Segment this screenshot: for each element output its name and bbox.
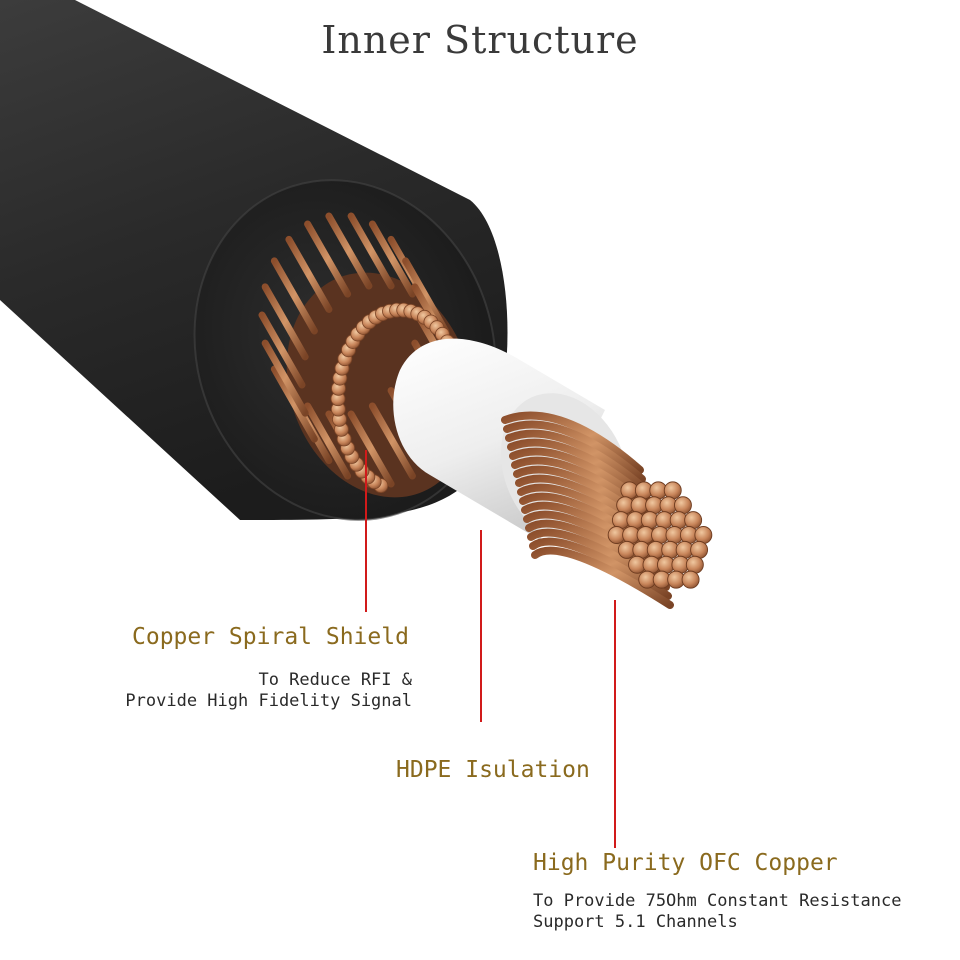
shield-wire <box>347 410 395 488</box>
center-conductor <box>501 411 713 609</box>
core-strand <box>685 555 704 574</box>
core-strand <box>694 526 713 544</box>
hdpe-label: HDPE Isulation <box>396 757 590 783</box>
shield-wire <box>304 402 352 480</box>
copper-description: To Provide 75Ohm Constant Resistance Sup… <box>533 891 901 933</box>
core-wire <box>531 546 674 609</box>
page-title: Inner Structure <box>321 18 639 62</box>
shield-wire <box>270 365 318 443</box>
core-strand <box>681 570 700 589</box>
shield-wire <box>285 235 333 313</box>
core-wire <box>501 411 644 474</box>
shield-wire <box>261 339 309 417</box>
shield-wire <box>258 311 306 389</box>
shield-wire <box>270 257 318 335</box>
shield-description: To Reduce RFI & Provide High Fidelity Si… <box>125 670 412 712</box>
shield-wire <box>368 220 416 298</box>
core-strand <box>663 481 682 500</box>
shield-wire <box>325 212 373 290</box>
core-strand <box>674 496 692 515</box>
shield-wire <box>304 220 352 298</box>
shield-description-line: To Reduce RFI & <box>258 670 412 690</box>
core-wire <box>503 420 646 483</box>
copper-description-line: To Provide 75Ohm Constant Resistance <box>533 891 902 911</box>
core-wire <box>505 429 648 492</box>
shield-wire <box>347 212 395 290</box>
shield-label: Copper Spiral Shield <box>132 624 409 650</box>
copper-label: High Purity OFC Copper <box>533 850 838 876</box>
copper-spiral-shield <box>258 212 474 498</box>
core-strand <box>684 511 703 530</box>
shield-wire <box>402 257 450 335</box>
shield-description-line: Provide High Fidelity Signal <box>125 691 412 711</box>
shield-wire <box>368 402 416 480</box>
shield-wire <box>261 283 309 361</box>
core-strand <box>690 540 709 559</box>
copper-description-line: Support 5.1 Channels <box>533 912 738 932</box>
